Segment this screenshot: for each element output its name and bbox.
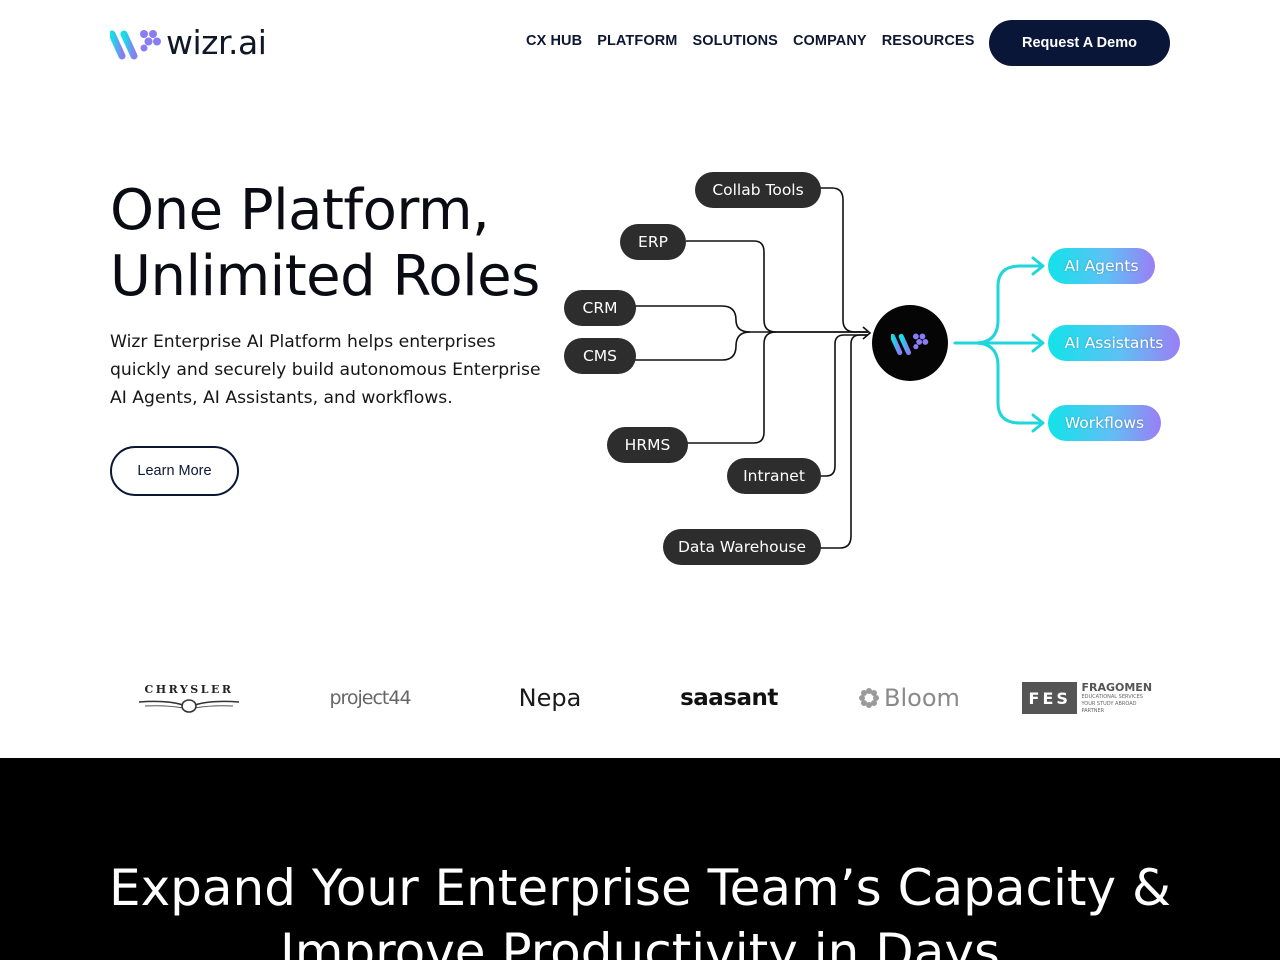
nav-platform[interactable]: PLATFORM (597, 33, 678, 49)
fes-text: FRAGOMEN EDUCATIONAL SERVICES YOUR STUDY… (1081, 681, 1160, 715)
node-hrms: HRMS (607, 427, 688, 463)
nepa-logo: Nepa (518, 684, 582, 712)
fes-subtitle: EDUCATIONAL SERVICES (1081, 694, 1143, 700)
site-header: wizr.ai CX HUB PLATFORM SOLUTIONS COMPAN… (0, 0, 1280, 86)
output-ai-agents: AI Agents (1048, 248, 1155, 284)
wizr-hub-icon (891, 333, 929, 356)
nav-solutions[interactable]: SOLUTIONS (692, 33, 778, 49)
node-data-warehouse: Data Warehouse (663, 529, 821, 565)
diagram-connectors (634, 187, 1045, 549)
bloom-wordmark: Bloom (884, 684, 960, 712)
output-ai-assistants: AI Assistants (1048, 325, 1180, 361)
learn-more-button[interactable]: Learn More (110, 446, 239, 496)
hero-description: Wizr Enterprise AI Platform helps enterp… (110, 332, 541, 408)
hero-title: One Platform, Unlimited Roles (110, 178, 570, 310)
nav-company[interactable]: COMPANY (792, 33, 867, 49)
platform-diagram: Collab Tools ERP CRM CMS HRMS Intranet D… (550, 160, 1200, 580)
fes-mark: FES (1022, 682, 1078, 714)
nav-resources[interactable]: RESOURCES (881, 33, 975, 49)
wizr-logo[interactable]: wizr.ai (110, 23, 267, 62)
nav-cx-hub[interactable]: CX HUB (526, 33, 583, 49)
saasant-logo: saasant (680, 685, 778, 711)
main-nav: CX HUB PLATFORM SOLUTIONS COMPANY RESOUR… (526, 33, 989, 49)
wizr-logo-icon (110, 30, 161, 60)
chrysler-logo: CHRYSLER (136, 670, 242, 726)
capacity-section: Expand Your Enterprise Team’s Capacity &… (0, 758, 1280, 960)
chrysler-wings-icon (138, 698, 240, 713)
chrysler-wordmark: CHRYSLER (144, 682, 234, 696)
fragomen-logo: FES FRAGOMEN EDUCATIONAL SERVICES YOUR S… (1022, 670, 1160, 726)
request-demo-button[interactable]: Request A Demo (989, 20, 1170, 66)
node-collab-tools: Collab Tools (695, 172, 821, 208)
node-erp: ERP (620, 224, 686, 260)
fes-name: FRAGOMEN (1081, 681, 1153, 694)
wizr-hub (872, 305, 948, 381)
project44-logo: project44 (329, 687, 411, 709)
hero-title-line2: Unlimited Roles (110, 244, 540, 309)
output-workflows: Workflows (1048, 405, 1161, 441)
capacity-title-line1: Expand Your Enterprise Team’s Capacity & (109, 859, 1171, 917)
node-crm: CRM (564, 290, 636, 326)
brand-name: wizr.ai (166, 23, 267, 62)
node-intranet: Intranet (727, 458, 821, 494)
client-logos: CHRYSLER project44 Nepa saasant Bloom FE… (110, 670, 1170, 726)
node-cms: CMS (564, 338, 636, 374)
bloom-flower-icon (859, 688, 880, 708)
hero-title-line1: One Platform, (110, 178, 490, 243)
capacity-title-line2: Improve Productivity in Days (279, 923, 1001, 960)
bloom-logo: Bloom (856, 670, 962, 726)
fes-tagline: YOUR STUDY ABROAD PARTNER (1081, 701, 1137, 714)
capacity-section-title: Expand Your Enterprise Team’s Capacity &… (0, 856, 1280, 960)
